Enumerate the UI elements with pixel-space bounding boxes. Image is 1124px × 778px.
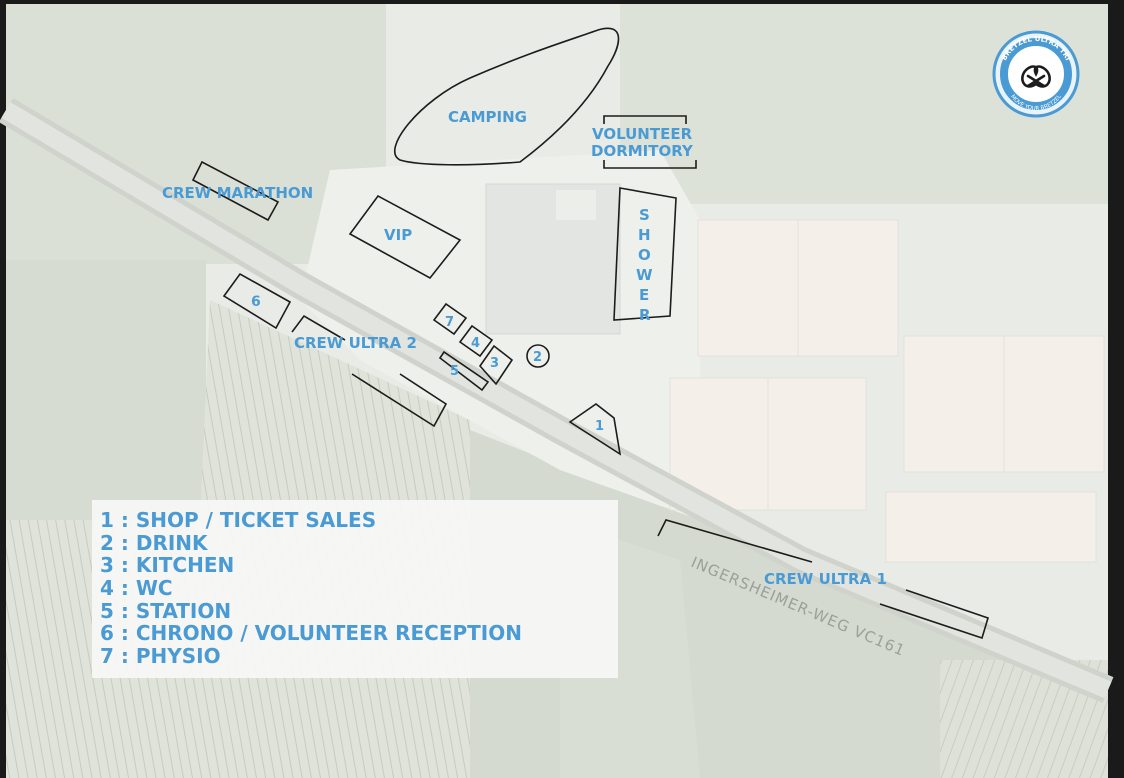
camping-zone-outline	[393, 27, 620, 166]
legend-item-6: 6 : CHRONO / VOLUNTEER RECEPTION	[100, 621, 522, 645]
legend-item-7: 7 : PHYSIO	[100, 644, 221, 668]
crew-marathon-outline	[191, 160, 280, 222]
marker-7: 7	[445, 315, 454, 330]
volunteer-dormitory-outline-bottom	[603, 160, 697, 169]
marker-5: 5	[450, 364, 459, 379]
crew-ultra-1-label: CREW ULTRA 1	[764, 570, 887, 588]
pretzel-icon	[1021, 65, 1051, 88]
legend-item-1: 1 : SHOP / TICKET SALES	[100, 508, 376, 532]
shower-label: S H O W E R	[636, 206, 653, 324]
shower-zone-outline	[613, 187, 677, 321]
zone-1-outline	[568, 403, 622, 456]
vip-zone-outline	[348, 194, 462, 280]
crew-ultra-1-outline-a	[657, 519, 813, 563]
legend-item-5: 5 : STATION	[100, 599, 231, 623]
crew-ultra-1-outline-b	[879, 589, 989, 640]
marker-1: 1	[595, 419, 604, 434]
svg-text:O: O	[638, 246, 651, 264]
volunteer-dormitory-label-line2: DORMITORY	[591, 142, 694, 160]
vip-label: VIP	[384, 226, 412, 244]
camping-label: CAMPING	[448, 108, 527, 126]
zone-4-outline	[458, 324, 494, 358]
svg-text:H: H	[638, 226, 651, 244]
svg-text:S: S	[639, 206, 650, 224]
marker-6: 6	[251, 294, 261, 310]
zone-5-outline	[438, 350, 490, 392]
crew-ultra-2-label: CREW ULTRA 2	[294, 334, 417, 352]
legend-item-4: 4 : WC	[100, 576, 173, 600]
crew-ultra-2-outline-b	[351, 373, 448, 428]
zone-2-outline	[526, 344, 550, 368]
svg-text:W: W	[636, 266, 653, 284]
volunteer-dormitory-label-line1: VOLUNTEER	[592, 125, 693, 143]
marker-3: 3	[490, 356, 499, 371]
crew-ultra-2-outline-a	[291, 314, 346, 341]
volunteer-dormitory-outline-top	[603, 115, 687, 124]
legend: 1 : SHOP / TICKET SALES 2 : DRINK 3 : KI…	[92, 500, 618, 678]
marker-2: 2	[533, 350, 542, 365]
crew-marathon-label: CREW MARATHON	[162, 184, 313, 202]
legend-item-3: 3 : KITCHEN	[100, 553, 234, 577]
zone-6-outline	[222, 272, 292, 330]
zone-7-outline	[432, 302, 468, 336]
svg-text:R: R	[639, 306, 651, 324]
legend-item-2: 2 : DRINK	[100, 531, 209, 555]
svg-text:E: E	[639, 286, 649, 304]
zone-3-outline	[478, 344, 514, 386]
marker-4: 4	[471, 336, 480, 351]
bretzel-ultra-tri-logo: BRETZEL ULTRA TRI MOVE YOUR BRETZEL	[992, 30, 1080, 118]
